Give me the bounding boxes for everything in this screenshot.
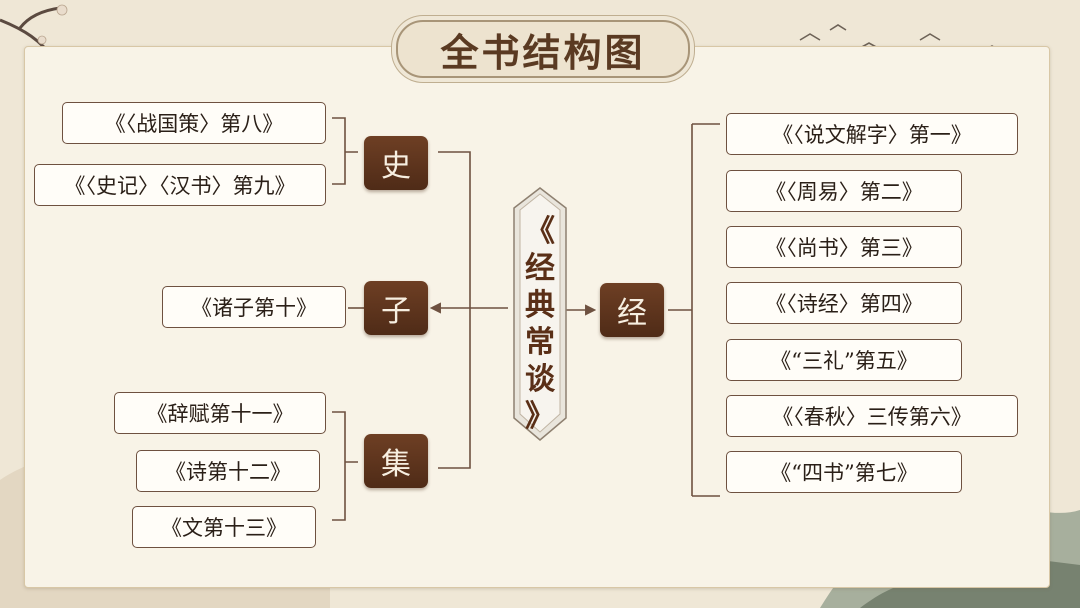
book-jing-7[interactable]: 《“四书”第七》 [726, 451, 962, 493]
page-title: 全书结构图 [396, 20, 690, 78]
book-jing-2[interactable]: 《〈周易〉第二》 [726, 170, 962, 212]
book-ji-1[interactable]: 《辞赋第十一》 [114, 392, 326, 434]
center-title: 《 经 典 常 谈 》 [520, 220, 560, 428]
category-shi[interactable]: 史 [364, 136, 428, 190]
category-zi[interactable]: 子 [364, 281, 428, 335]
center-title-char: 常 [525, 324, 555, 361]
center-title-char: 典 [525, 287, 555, 324]
book-jing-6[interactable]: 《〈春秋〉三传第六》 [726, 395, 1018, 437]
book-zi-1[interactable]: 《诸子第十》 [162, 286, 346, 328]
book-ji-3[interactable]: 《文第十三》 [132, 506, 316, 548]
center-title-char: 《 [525, 213, 555, 250]
center-title-char: 谈 [525, 361, 555, 398]
book-jing-1[interactable]: 《〈说文解字〉第一》 [726, 113, 1018, 155]
book-jing-5[interactable]: 《“三礼”第五》 [726, 339, 962, 381]
center-title-char: 经 [525, 250, 555, 287]
book-shi-1[interactable]: 《〈战国策〉第八》 [62, 102, 326, 144]
category-ji[interactable]: 集 [364, 434, 428, 488]
book-jing-4[interactable]: 《〈诗经〉第四》 [726, 282, 962, 324]
book-ji-2[interactable]: 《诗第十二》 [136, 450, 320, 492]
category-jing[interactable]: 经 [600, 283, 664, 337]
book-jing-3[interactable]: 《〈尚书〉第三》 [726, 226, 962, 268]
center-title-char: 》 [525, 398, 555, 435]
book-shi-2[interactable]: 《〈史记〉〈汉书〉第九》 [34, 164, 326, 206]
